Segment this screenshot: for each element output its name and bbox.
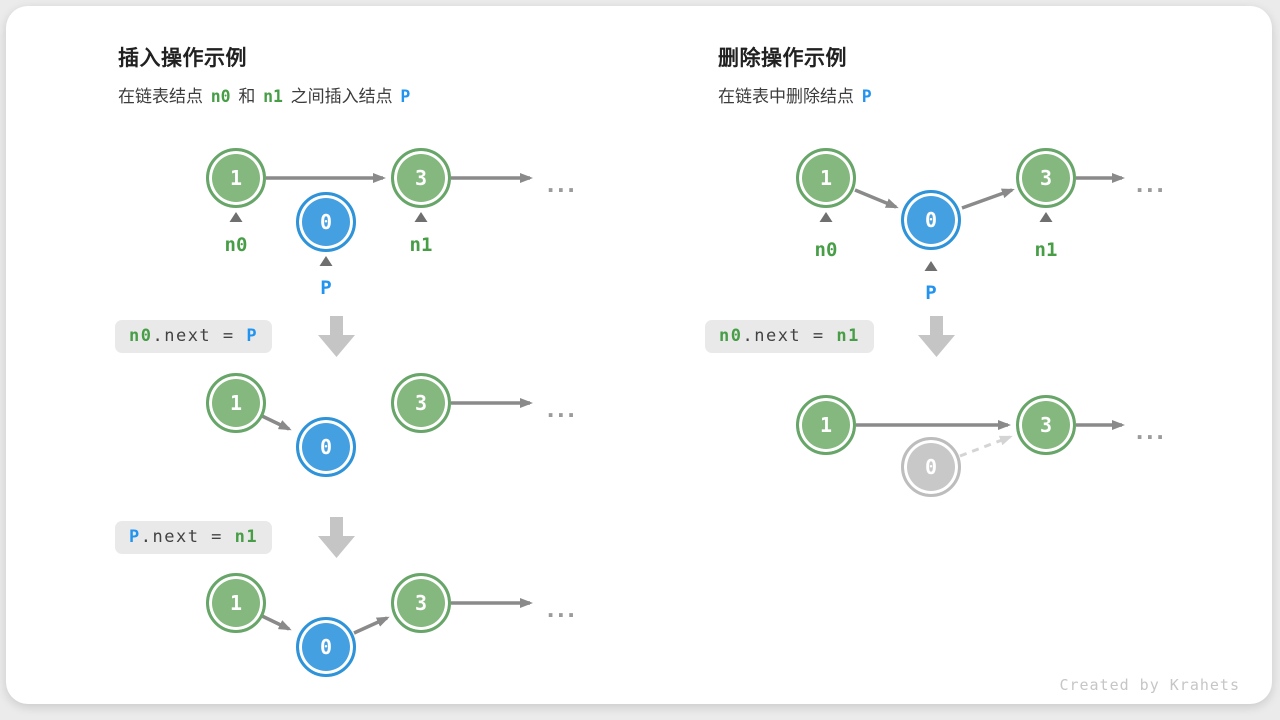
node-value: 3 [414, 166, 428, 190]
node-n0: 1 [796, 395, 856, 455]
node-value: 0 [924, 455, 938, 479]
code-token-n0: n0 [719, 326, 743, 346]
node-value: 0 [319, 635, 333, 659]
code-n0-next-n1: n0.next = n1 [705, 320, 874, 353]
ellipsis: ... [1136, 168, 1167, 198]
subtitle-text: 在链表结点 [118, 87, 208, 106]
pointer-label-n1: n1 [1034, 239, 1058, 261]
node-n1: 3 [391, 573, 451, 633]
code-token-p: P [246, 326, 259, 346]
node-p: 0 [296, 192, 356, 252]
node-p: 0 [296, 617, 356, 677]
subtitle-text: 和 [233, 87, 261, 106]
code-text: .next = [742, 326, 837, 346]
node-value: 3 [414, 591, 428, 615]
node-n1: 3 [1016, 395, 1076, 455]
node-value: 1 [819, 413, 833, 437]
node-value: 1 [229, 391, 243, 415]
credit-text: Created by Krahets [1059, 676, 1240, 694]
pointer-label-p: P [320, 277, 332, 299]
ellipsis: ... [547, 393, 578, 423]
node-value: 3 [1039, 166, 1053, 190]
pointer-label-n0: n0 [814, 239, 838, 261]
code-token-n1: n1 [836, 326, 860, 346]
subtitle-text: 在链表中删除结点 [718, 87, 859, 106]
node-n1: 3 [391, 373, 451, 433]
pointer-label-p: P [925, 282, 937, 304]
code-p-next-n1: P.next = n1 [115, 521, 273, 554]
code-token-p: P [129, 527, 141, 547]
ellipsis: ... [547, 593, 578, 623]
node-n1: 3 [391, 148, 451, 208]
node-n0: 1 [206, 373, 266, 433]
code-n0-next-p: n0.next = P [115, 320, 273, 353]
node-value: 0 [319, 435, 333, 459]
pointer-label-n0: n0 [224, 234, 248, 256]
node-value: 0 [319, 210, 333, 234]
right-title: 删除操作示例 [718, 47, 847, 70]
diagram-card [6, 6, 1272, 704]
node-value: 1 [229, 166, 243, 190]
ellipsis: ... [1136, 415, 1167, 445]
node-p: 0 [296, 417, 356, 477]
node-n1: 3 [1016, 148, 1076, 208]
token-n0: n0 [210, 87, 231, 106]
subtitle-text: 之间插入结点 [285, 87, 398, 106]
node-value: 3 [1039, 413, 1053, 437]
token-p: P [400, 87, 411, 106]
node-n0: 1 [206, 148, 266, 208]
pointer-label-n1: n1 [409, 234, 433, 256]
token-n1: n1 [263, 87, 283, 106]
left-subtitle: 在链表结点 n0 和 n1 之间插入结点 P [118, 82, 413, 107]
node-value: 0 [924, 208, 938, 232]
code-token-n0: n0 [129, 326, 153, 346]
code-token-n1: n1 [234, 527, 259, 547]
token-p: P [861, 87, 872, 106]
right-subtitle: 在链表中删除结点 P [718, 82, 875, 107]
node-n0: 1 [206, 573, 266, 633]
node-value: 3 [414, 391, 428, 415]
ellipsis: ... [547, 168, 578, 198]
code-text: .next = [152, 326, 247, 346]
left-title: 插入操作示例 [118, 47, 247, 70]
node-value: 1 [229, 591, 243, 615]
node-p: 0 [901, 190, 961, 250]
node-p-removed: 0 [901, 437, 961, 497]
code-text: .next = [140, 527, 235, 547]
node-n0: 1 [796, 148, 856, 208]
node-value: 1 [819, 166, 833, 190]
